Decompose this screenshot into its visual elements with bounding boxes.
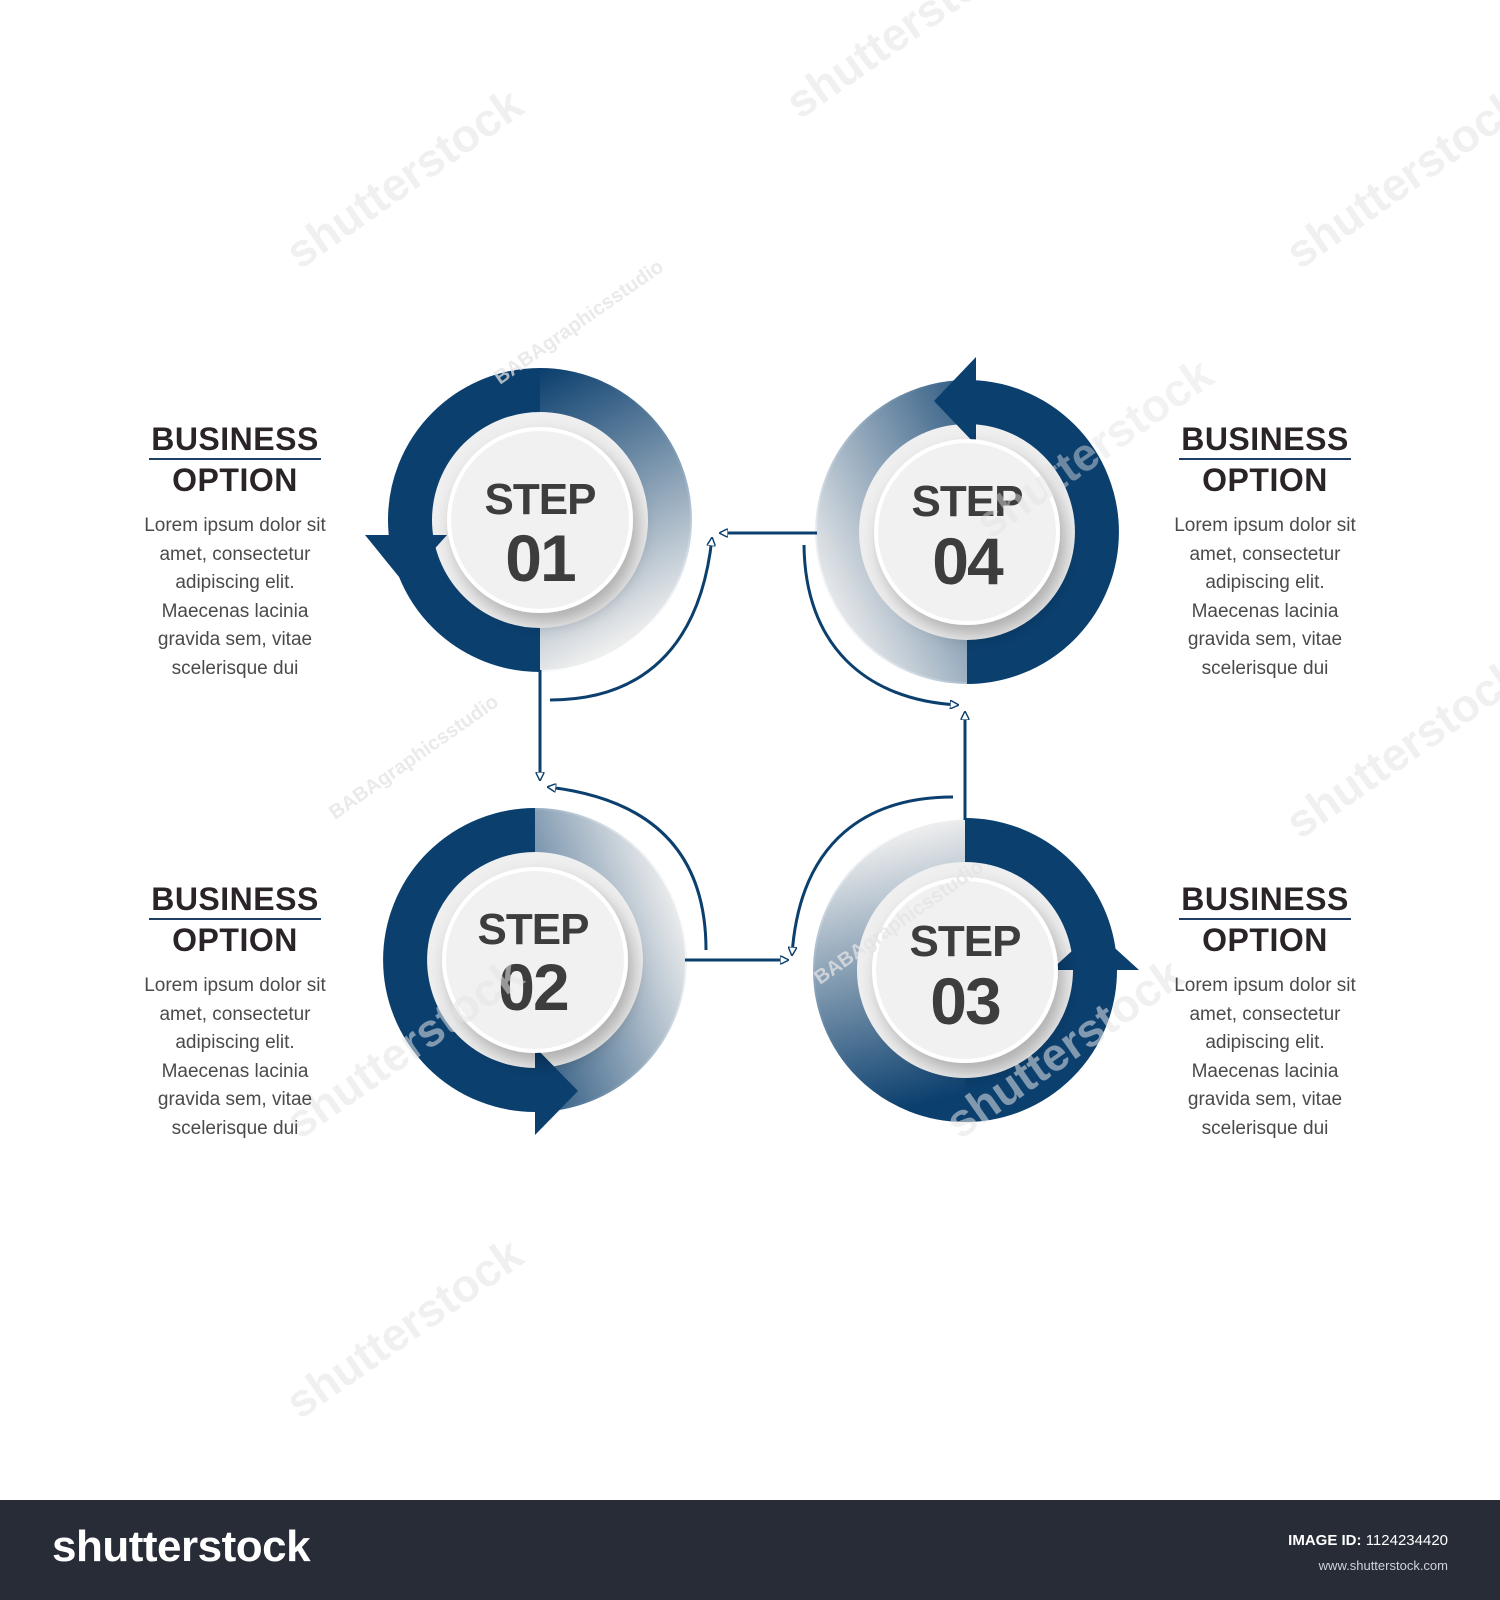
step-03-number: 03 bbox=[930, 964, 1000, 1038]
connector-step4-curve bbox=[802, 544, 958, 705]
step-02-node: STEP 02 bbox=[383, 808, 687, 1135]
description-line: scelerisque dui bbox=[1201, 1117, 1329, 1139]
description-line: amet, consectetur bbox=[159, 543, 311, 565]
step-03-label: STEP bbox=[910, 917, 1021, 966]
step-02-disc bbox=[442, 867, 628, 1053]
step-02-number: 02 bbox=[498, 950, 568, 1024]
step-02-dark-ring bbox=[383, 808, 536, 1112]
step-02-arrow-head bbox=[535, 1047, 578, 1135]
step-03-gradient-ring bbox=[813, 818, 966, 1122]
footer-logo: shutterstock bbox=[52, 1522, 311, 1571]
description-line: gravida sem, vitae bbox=[157, 629, 313, 650]
watermark-layer: shutterstock shutterstock shutterstock s… bbox=[276, 0, 1500, 1428]
step-01-gradient-ring bbox=[539, 368, 692, 672]
description-line: adipiscing elit. bbox=[175, 1032, 295, 1053]
option-title-line2: OPTION bbox=[1202, 922, 1328, 958]
description-line: Maecenas lacinia bbox=[161, 1060, 309, 1082]
option-block-top-right: BUSINESS OPTION Lorem ipsum dolor sit am… bbox=[1145, 420, 1385, 683]
description-line: gravida sem, vitae bbox=[1187, 629, 1343, 650]
description-line: scelerisque dui bbox=[1201, 657, 1329, 679]
connector-step3-curve bbox=[792, 795, 954, 955]
description-line: gravida sem, vitae bbox=[157, 1089, 313, 1110]
watermark-text: shutterstock bbox=[276, 77, 532, 278]
step-01-label: STEP bbox=[485, 475, 596, 524]
watermark-text: shutterstock bbox=[276, 1227, 532, 1428]
description-line: adipiscing elit. bbox=[1205, 1032, 1325, 1053]
step-04-node: STEP 04 bbox=[815, 357, 1119, 684]
process-cycle-diagram: STEP 01 STEP 04 STEP 02 bbox=[276, 0, 1500, 1428]
description-line: amet, consectetur bbox=[1189, 543, 1341, 565]
description-line: Lorem ipsum dolor sit bbox=[1174, 515, 1356, 536]
step-03-node: STEP 03 bbox=[813, 818, 1139, 1122]
option-title-line1: BUSINESS bbox=[1179, 880, 1351, 920]
description-line: Lorem ipsum dolor sit bbox=[1174, 975, 1356, 996]
step-01-dark-ring bbox=[388, 368, 541, 672]
step-04-dark-ring bbox=[966, 380, 1119, 684]
step-04-number: 04 bbox=[932, 524, 1004, 598]
option-block-top-left: BUSINESS OPTION Lorem ipsum dolor sit am… bbox=[115, 420, 355, 683]
footer-url: www.shutterstock.com bbox=[1318, 1558, 1448, 1573]
step-02-label: STEP bbox=[478, 905, 589, 954]
image-id: IMAGE ID: 1124234420 bbox=[1288, 1532, 1448, 1549]
step-04-disc bbox=[874, 439, 1060, 625]
description-line: Lorem ipsum dolor sit bbox=[144, 515, 326, 536]
option-block-bottom-left: BUSINESS OPTION Lorem ipsum dolor sit am… bbox=[115, 880, 355, 1143]
option-title-line2: OPTION bbox=[172, 462, 298, 498]
connector-step1-curve bbox=[549, 538, 712, 702]
connector-step2-curve bbox=[548, 787, 708, 951]
option-description: Lorem ipsum dolor sit amet, consectetur … bbox=[115, 512, 355, 683]
step-03-arrow-head bbox=[1051, 930, 1139, 970]
description-line: scelerisque dui bbox=[171, 657, 299, 679]
watermark-text: shutterstock bbox=[1276, 77, 1500, 278]
step-01-disc bbox=[447, 427, 633, 613]
step-01-arrow-head bbox=[365, 535, 447, 583]
option-title-line1: BUSINESS bbox=[149, 420, 321, 460]
option-title-line2: OPTION bbox=[1202, 462, 1328, 498]
image-id-label: IMAGE ID: bbox=[1288, 1532, 1362, 1549]
description-line: adipiscing elit. bbox=[175, 572, 295, 593]
step-04-arrow-head bbox=[934, 357, 976, 445]
option-description: Lorem ipsum dolor sit amet, consectetur … bbox=[1145, 512, 1385, 683]
description-line: amet, consectetur bbox=[1189, 1003, 1341, 1025]
watermark-text: BABAgraphicsstudio bbox=[325, 691, 502, 824]
footer-bar: shutterstock IMAGE ID: 1124234420 www.sh… bbox=[0, 1500, 1500, 1600]
description-line: scelerisque dui bbox=[171, 1117, 299, 1139]
watermark-text: BABAgraphicsstudio bbox=[490, 256, 667, 389]
description-line: Maecenas lacinia bbox=[1191, 1060, 1339, 1082]
option-description: Lorem ipsum dolor sit amet, consectetur … bbox=[1145, 972, 1385, 1143]
step-04-gradient-ring bbox=[815, 380, 968, 684]
option-title-line1: BUSINESS bbox=[149, 880, 321, 920]
option-title-line2: OPTION bbox=[172, 922, 298, 958]
step-01-node: STEP 01 bbox=[365, 368, 692, 672]
infographic-canvas: STEP 01 STEP 04 STEP 02 bbox=[115, 0, 1500, 1429]
description-line: gravida sem, vitae bbox=[1187, 1089, 1343, 1110]
watermark-text: shutterstock bbox=[776, 0, 1032, 128]
step-03-disc bbox=[872, 877, 1058, 1063]
option-title-line1: BUSINESS bbox=[1179, 420, 1351, 460]
option-description: Lorem ipsum dolor sit amet, consectetur … bbox=[115, 972, 355, 1143]
step-04-label: STEP bbox=[912, 477, 1023, 526]
description-line: Lorem ipsum dolor sit bbox=[144, 975, 326, 996]
step-02-gradient-ring bbox=[534, 808, 687, 1112]
description-line: Maecenas lacinia bbox=[1191, 600, 1339, 622]
description-line: amet, consectetur bbox=[159, 1003, 311, 1025]
description-line: Maecenas lacinia bbox=[161, 600, 309, 622]
option-block-bottom-right: BUSINESS OPTION Lorem ipsum dolor sit am… bbox=[1145, 880, 1385, 1143]
step-01-number: 01 bbox=[505, 521, 575, 595]
image-id-value: 1124234420 bbox=[1365, 1532, 1448, 1549]
description-line: adipiscing elit. bbox=[1205, 572, 1325, 593]
